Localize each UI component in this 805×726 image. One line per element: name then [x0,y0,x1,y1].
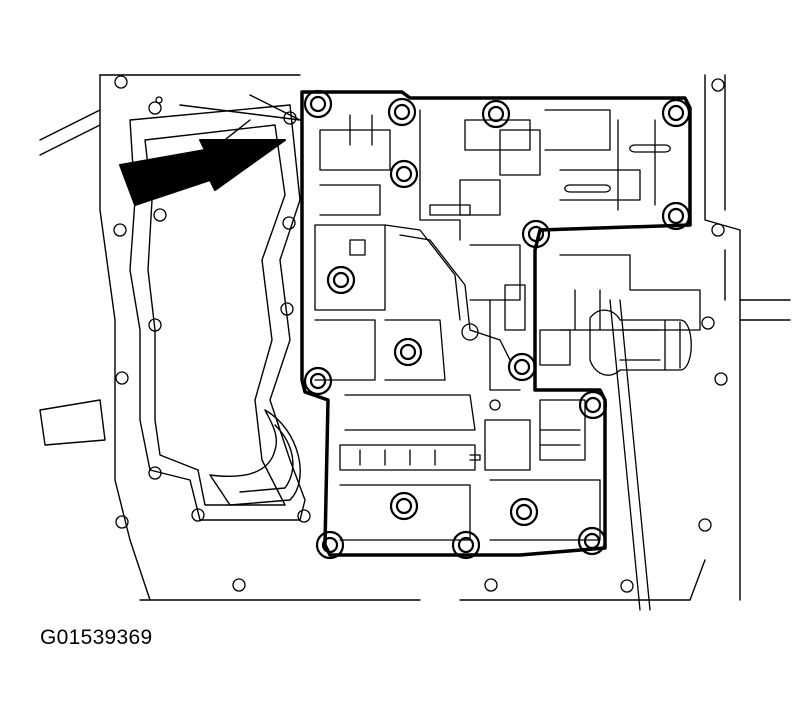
filter-neck [209,409,301,506]
bolt [389,491,419,521]
transmission-case-outline [39,74,791,601]
bolt [315,530,345,560]
bolt [578,390,608,420]
bolt [326,265,356,295]
bolt [509,497,539,527]
bolt [507,352,537,382]
bolt [303,89,333,119]
valve-body-bolts [303,89,691,560]
bolt [661,201,691,231]
bolt [521,219,551,249]
bolt [661,98,691,128]
pointer-arrow-icon [119,119,286,206]
bolt [481,99,511,129]
case-bolt-holes [113,75,728,593]
bolt [387,97,417,127]
bolt [303,366,333,396]
valve-body-outline [300,90,692,557]
bolt [393,337,423,367]
figure-id-label: G01539369 [40,626,153,649]
bolt [577,526,607,556]
solenoid-connector [539,254,701,611]
bolt [451,530,481,560]
bolt [389,159,419,189]
valve-body-passages [314,109,671,541]
